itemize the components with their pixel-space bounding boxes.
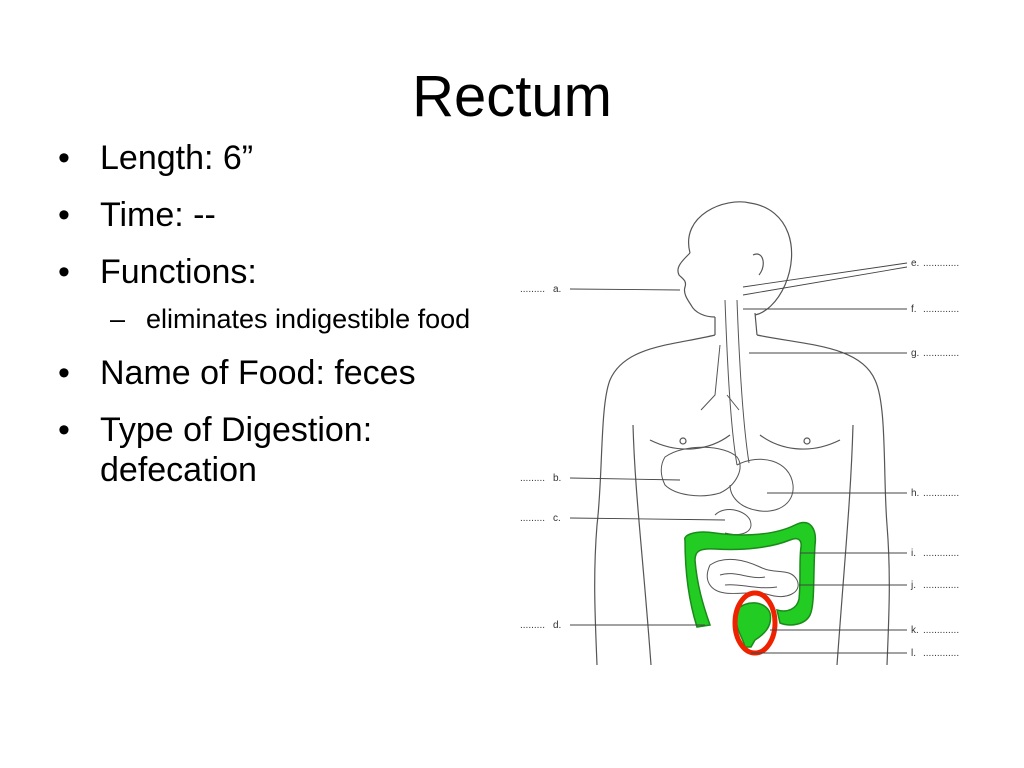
colon [684, 521, 817, 648]
svg-text:.............: ............. [923, 648, 959, 659]
sub-bullet-function: eliminates indigestible food [58, 303, 498, 335]
svg-text:.............: ............. [923, 304, 959, 315]
label-k: k. [911, 625, 919, 636]
label-e: e. [911, 258, 919, 269]
label-i: i. [911, 548, 916, 559]
svg-text:.............: ............. [923, 258, 959, 269]
label-b: b. [553, 473, 561, 484]
bullet-length: Length: 6” [58, 138, 498, 178]
slide-title: Rectum [412, 64, 612, 129]
digestive-system-diagram: ......... a. ......... b. ......... c. .… [520, 201, 959, 666]
label-j: j. [910, 580, 916, 591]
label-f: f. [911, 304, 917, 315]
left-labels: ......... a. ......... b. ......... c. .… [520, 284, 561, 631]
svg-text:.........: ......... [520, 284, 545, 295]
label-d: d. [553, 620, 561, 631]
svg-text:.........: ......... [520, 620, 545, 631]
svg-text:.........: ......... [520, 513, 545, 524]
body-outline [594, 201, 890, 666]
right-labels: e. ............. f. ............. g. ...… [910, 258, 959, 659]
label-a: a. [553, 284, 561, 295]
bullet-food-name: Name of Food: feces [58, 353, 498, 393]
label-leaders [569, 262, 908, 654]
label-g: g. [911, 348, 919, 359]
bullet-list: Length: 6” Time: -- Functions: eliminate… [58, 138, 498, 507]
bullet-functions: Functions: [58, 252, 498, 292]
svg-text:.............: ............. [923, 488, 959, 499]
bullet-time: Time: -- [58, 195, 498, 235]
svg-text:.............: ............. [923, 548, 959, 559]
label-c: c. [553, 513, 561, 524]
svg-text:.............: ............. [923, 580, 959, 591]
label-h: h. [911, 488, 919, 499]
svg-text:.............: ............. [923, 348, 959, 359]
label-l: l. [911, 648, 916, 659]
svg-text:.............: ............. [923, 625, 959, 636]
svg-text:.........: ......... [520, 473, 545, 484]
bullet-digestion-type: Type of Digestion: defecation [58, 410, 498, 490]
